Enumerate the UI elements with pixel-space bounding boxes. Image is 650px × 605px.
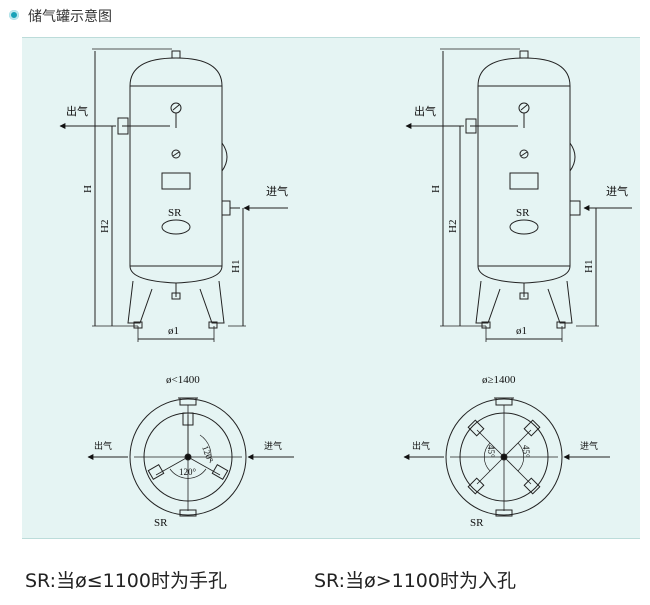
footer-note-large: SR:当ø>1100时为入孔	[314, 570, 516, 592]
tank-diagram: 出气 进气 SR ø1 H H2 H1	[59, 48, 632, 529]
left-h1-label: H1	[230, 260, 242, 273]
right-inlet-label: 进气	[606, 184, 628, 198]
footer-notes: SR:当ø≤1100时为手孔 SR:当ø>1100时为入孔	[0, 562, 650, 596]
left-phi1-label: ø1	[168, 325, 179, 337]
right-plan-labels: ø≥1400 出气 进气 45° 45° SR	[412, 374, 598, 529]
right-plan-view	[403, 397, 610, 517]
left-inlet-nozzle	[222, 200, 231, 216]
right-inlet-nozzle	[569, 200, 581, 216]
right-tank-top-nozzle	[519, 50, 529, 59]
left-plan-angle-a: 120°	[200, 444, 215, 464]
left-plan-outer-circle	[129, 398, 247, 516]
left-plan-leg	[182, 412, 194, 426]
right-plan-leg	[467, 477, 485, 495]
left-h-label: H	[82, 185, 94, 193]
left-h2-label: H2	[99, 220, 111, 233]
footer-note-small: SR:当ø≤1100时为手孔	[25, 570, 227, 592]
left-plan-leg	[147, 463, 165, 481]
right-sr-label: SR	[516, 207, 530, 219]
right-tank-leg	[475, 280, 501, 324]
right-phi1-label: ø1	[516, 325, 527, 337]
left-nameplate	[161, 172, 191, 190]
left-tank-leg	[199, 280, 225, 324]
bullet-icon	[9, 10, 19, 20]
page-title: 储气罐示意图	[28, 9, 112, 25]
right-side-manhole	[569, 142, 576, 172]
right-plan-outer-circle	[445, 398, 563, 516]
right-tank-drain	[519, 292, 529, 300]
left-tank-leg	[127, 280, 153, 324]
right-plan-angle-a: 45°	[486, 445, 496, 458]
header: 储气罐示意图	[0, 0, 650, 36]
left-plan-inlet-label: 进气	[264, 440, 282, 452]
right-outlet-label: 出气	[414, 104, 436, 118]
left-side-manhole	[221, 142, 228, 172]
right-safety-valve-icon	[519, 149, 529, 159]
left-plan-outlet-label: 出气	[94, 440, 112, 452]
right-tank-labels: 出气 进气 SR ø1 H H2 H1	[414, 104, 628, 337]
diagram-panel: 出气 进气 SR ø1 H H2 H1	[22, 37, 640, 539]
right-plan-angle-b: 45°	[521, 445, 531, 458]
right-plan-sr-label: SR	[470, 517, 484, 529]
right-tank-elevation	[405, 48, 632, 342]
right-manhole	[509, 219, 539, 235]
left-outlet-label: 出气	[66, 104, 88, 118]
left-plan-leg	[211, 463, 229, 481]
left-tank-top-nozzle	[171, 50, 181, 59]
left-sr-label: SR	[168, 207, 182, 219]
left-inlet-label: 进气	[266, 184, 288, 198]
left-plan-angle-b: 120°	[179, 467, 197, 477]
right-plan-inlet-label: 进气	[580, 440, 598, 452]
right-plan-leg	[523, 419, 541, 437]
left-tank-foot	[208, 321, 218, 329]
left-tank-elevation	[59, 48, 288, 342]
left-tank-drain	[171, 292, 181, 300]
right-h2-label: H2	[447, 220, 459, 233]
right-plan-title: ø≥1400	[482, 374, 516, 386]
left-manhole	[161, 219, 191, 235]
left-plan-sr-label: SR	[154, 517, 168, 529]
right-tank-leg	[547, 280, 573, 324]
right-h-label: H	[430, 185, 442, 193]
left-plan-view	[87, 397, 294, 517]
right-plan-leg	[523, 477, 541, 495]
right-h1-label: H1	[583, 260, 595, 273]
left-safety-valve-icon	[171, 149, 181, 159]
left-plan-title: ø<1400	[166, 374, 200, 386]
left-tank-labels: 出气 进气 SR ø1 H H2 H1	[66, 104, 288, 337]
right-plan-outlet-label: 出气	[412, 440, 430, 452]
right-plan-leg	[467, 419, 485, 437]
right-outlet-flange	[465, 118, 477, 134]
right-tank-shell	[477, 57, 571, 284]
right-nameplate	[509, 172, 539, 190]
left-tank-shell	[129, 57, 223, 284]
left-outlet-flange	[117, 117, 129, 135]
